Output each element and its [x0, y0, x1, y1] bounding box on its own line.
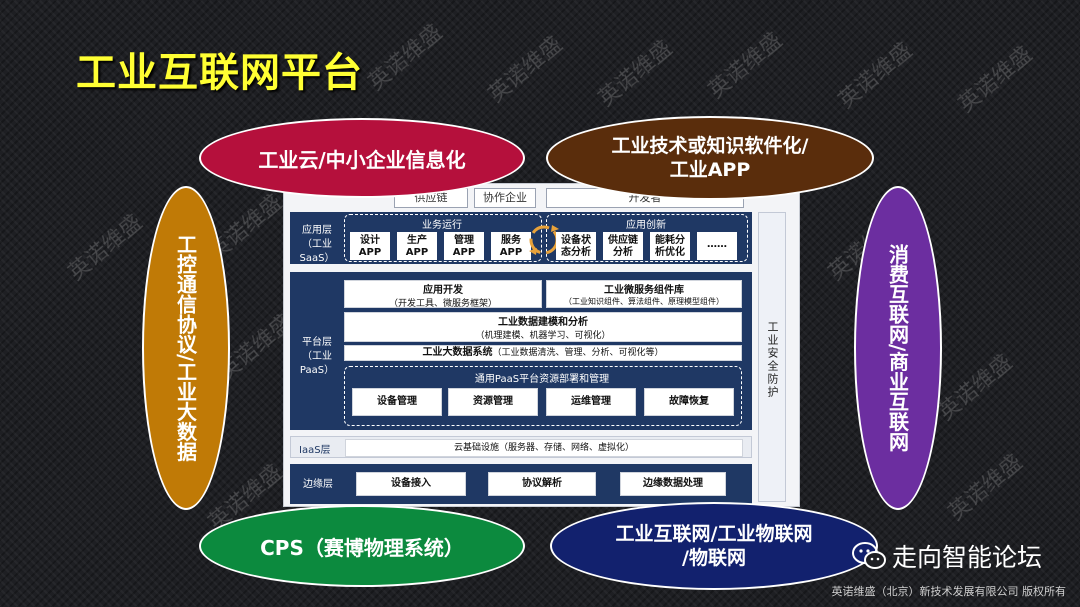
paas-label: 通用PaaS平台资源部署和管理	[474, 374, 610, 385]
platform-layer: 平台层 （工业PaaS） 应用开发 （开发工具、微服务框架） 工业微服务组件库 …	[290, 272, 752, 430]
innovation-label: 应用创新	[626, 220, 666, 231]
wechat-icon	[851, 542, 886, 569]
app-more: ……	[697, 232, 737, 260]
watermark: 英诺维盛	[933, 350, 1018, 426]
microservice-box: 工业微服务组件库 （工业知识组件、算法组件、原理模型组件）	[546, 280, 742, 308]
edge-layer-label: 边缘层	[303, 479, 333, 490]
paas-ops-mgmt: 运维管理	[546, 388, 636, 416]
ellipse-cps: CPS（赛博物理系统）	[199, 505, 525, 587]
innovation-group	[546, 214, 748, 262]
edge-device-access: 设备接入	[356, 472, 466, 496]
watermark: 英诺维盛	[483, 32, 568, 108]
watermark: 英诺维盛	[703, 28, 788, 104]
copyright-text: 英诺维盛（北京）新技术发展有限公司 版权所有	[831, 585, 1067, 598]
bigdata-box: 工业大数据系统（工业数据清洗、管理、分析、可视化等）	[344, 345, 742, 361]
edge-layer: 边缘层 设备接入 协议解析 边缘数据处理	[290, 464, 752, 504]
ellipse-industrial-cloud: 工业云/中小企业信息化	[199, 118, 525, 198]
edge-protocol-parse: 协议解析	[488, 472, 596, 496]
security-column: 工业安全防护	[758, 212, 786, 502]
iaas-layer: IaaS层 云基础设施（服务器、存储、网络、虚拟化）	[290, 436, 752, 458]
paas-fault-recovery: 故障恢复	[644, 388, 734, 416]
brand-badge: 走向智能论坛	[851, 538, 1042, 574]
app-supply-chain: 供应链分析	[603, 232, 643, 260]
ellipse-consumer-internet: 消费互联网/商业互联网	[854, 186, 942, 510]
paas-group	[344, 366, 742, 426]
paas-device-mgmt: 设备管理	[352, 388, 442, 416]
watermark: 英诺维盛	[833, 38, 918, 114]
watermark: 英诺维盛	[593, 36, 678, 112]
app-layer-label: 应用层 （工业SaaS）	[299, 225, 335, 264]
platform-layer-label: 平台层 （工业PaaS）	[299, 337, 335, 376]
data-modeling-box: 工业数据建模和分析 （机理建模、机器学习、可视化）	[344, 312, 742, 342]
ellipse-industrial-app: 工业技术或知识软件化/ 工业APP	[546, 116, 874, 200]
watermark: 英诺维盛	[63, 210, 148, 286]
page-title: 工业互联网平台	[76, 50, 363, 96]
ellipse-iiot: 工业互联网/工业物联网 /物联网	[550, 502, 878, 590]
app-equipment-analysis: 设备状态分析	[556, 232, 596, 260]
business-ops-group	[344, 214, 542, 262]
edge-data-processing: 边缘数据处理	[620, 472, 726, 496]
iaas-label: IaaS层	[299, 445, 331, 456]
watermark: 英诺维盛	[943, 450, 1028, 526]
brand-name: 走向智能论坛	[891, 543, 1042, 572]
app-dev-box: 应用开发 （开发工具、微服务框架）	[344, 280, 542, 309]
tab-partner: 协作企业	[474, 188, 536, 208]
watermark: 英诺维盛	[363, 20, 448, 96]
paas-resource-mgmt: 资源管理	[448, 388, 538, 416]
business-ops-label: 业务运行	[422, 220, 462, 231]
iaas-content: 云基础设施（服务器、存储、网络、虚拟化）	[345, 439, 743, 457]
watermark: 英诺维盛	[953, 42, 1038, 118]
app-energy: 能耗分析优化	[650, 232, 690, 260]
ellipse-control-protocol: 工控通信协议/工业大数据	[142, 186, 230, 510]
